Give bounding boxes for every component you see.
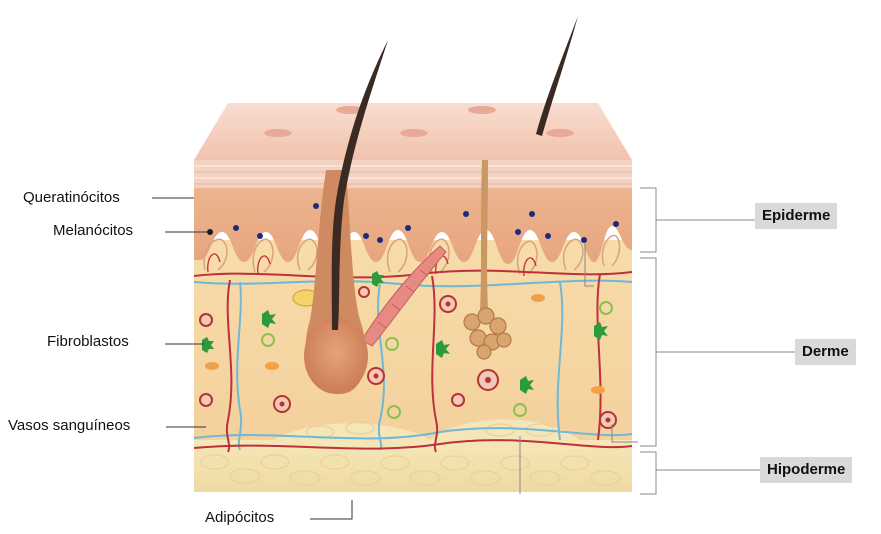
pore xyxy=(400,129,428,137)
pore xyxy=(468,106,496,114)
layer-tag-derme: Derme xyxy=(795,339,856,365)
dermis xyxy=(194,240,632,450)
label-vasos-sanguineos: Vasos sanguíneos xyxy=(8,417,130,435)
label-fibroblastos: Fibroblastos xyxy=(47,333,129,351)
label-adipocitos: Adipócitos xyxy=(205,509,274,527)
layer-tag-epiderme: Epiderme xyxy=(755,203,837,229)
pore xyxy=(264,129,292,137)
pore xyxy=(546,129,574,137)
layer-tag-hipoderme: Hipoderme xyxy=(760,457,852,483)
label-melanocitos: Melanócitos xyxy=(53,222,133,240)
label-queratinocitos: Queratinócitos xyxy=(23,189,120,207)
